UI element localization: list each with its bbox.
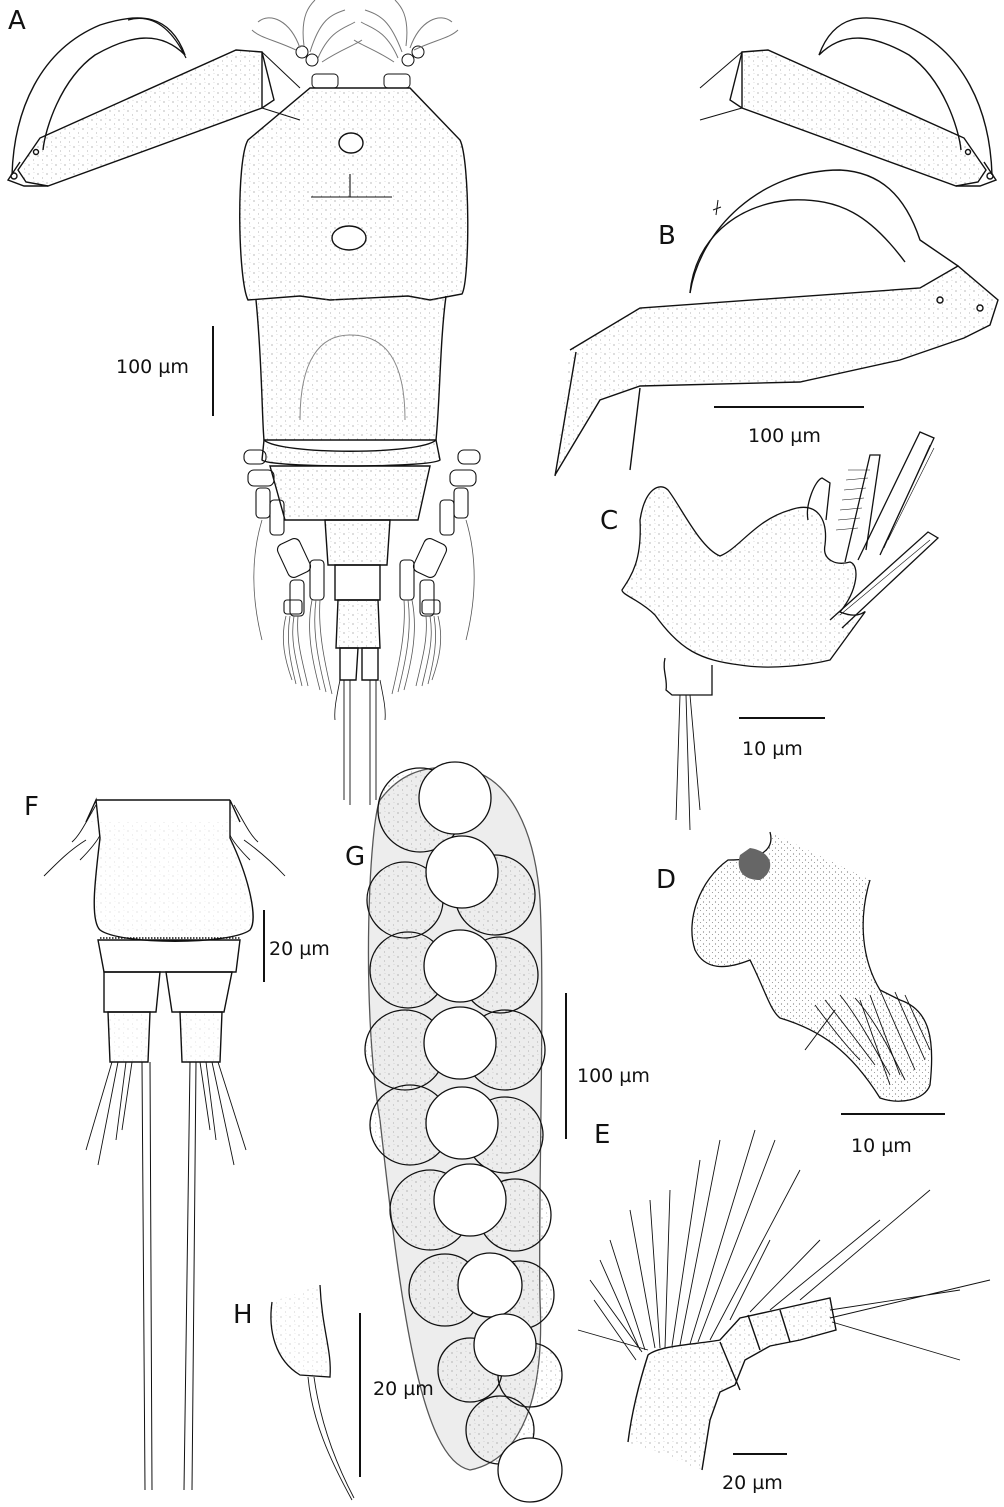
scale-label-e: 20 µm bbox=[722, 1472, 783, 1494]
scale-bar-h bbox=[359, 1313, 361, 1477]
scale-bar-c bbox=[739, 717, 825, 719]
panel-e-antennule bbox=[577, 1129, 991, 1471]
left-antenna bbox=[6, 17, 275, 187]
panel-label-g: G bbox=[345, 842, 366, 872]
thorax-segment-2 bbox=[255, 295, 447, 441]
swimming-legs-left bbox=[243, 449, 333, 695]
right-antenna bbox=[729, 17, 998, 187]
scale-label-b: 100 µm bbox=[748, 425, 821, 447]
scale-bar-g bbox=[565, 993, 567, 1139]
scale-label-a: 100 µm bbox=[116, 356, 189, 378]
scale-bar-a bbox=[212, 326, 214, 416]
panel-g-egg-sac bbox=[364, 761, 563, 1503]
scale-bar-e bbox=[733, 1453, 787, 1455]
panel-label-h: H bbox=[233, 1300, 253, 1330]
panel-h-appendage bbox=[270, 1284, 355, 1501]
panel-label-a: A bbox=[8, 6, 26, 36]
scale-label-f: 20 µm bbox=[269, 938, 330, 960]
panel-label-c: C bbox=[600, 506, 619, 536]
scale-label-g: 100 µm bbox=[577, 1065, 650, 1087]
panel-label-f: F bbox=[24, 792, 39, 822]
panel-label-d: D bbox=[656, 865, 677, 895]
scale-label-d: 10 µm bbox=[851, 1135, 912, 1157]
panel-f-urosome bbox=[43, 797, 286, 1491]
cephalothorax bbox=[239, 87, 469, 301]
scale-bar-f bbox=[263, 910, 265, 982]
panel-c-appendage bbox=[621, 431, 940, 831]
scale-label-h: 20 µm bbox=[373, 1378, 434, 1400]
scale-label-c: 10 µm bbox=[742, 738, 803, 760]
swimming-legs-right bbox=[391, 449, 481, 695]
panel-b-antenna bbox=[554, 169, 999, 477]
antennules bbox=[251, 0, 459, 89]
panel-d-appendage bbox=[691, 831, 933, 1102]
scale-bar-d bbox=[841, 1113, 945, 1115]
panel-a-habitus bbox=[6, 0, 998, 805]
panel-label-e: E bbox=[594, 1120, 611, 1150]
scale-bar-b bbox=[714, 406, 864, 408]
panel-label-b: B bbox=[658, 221, 676, 251]
